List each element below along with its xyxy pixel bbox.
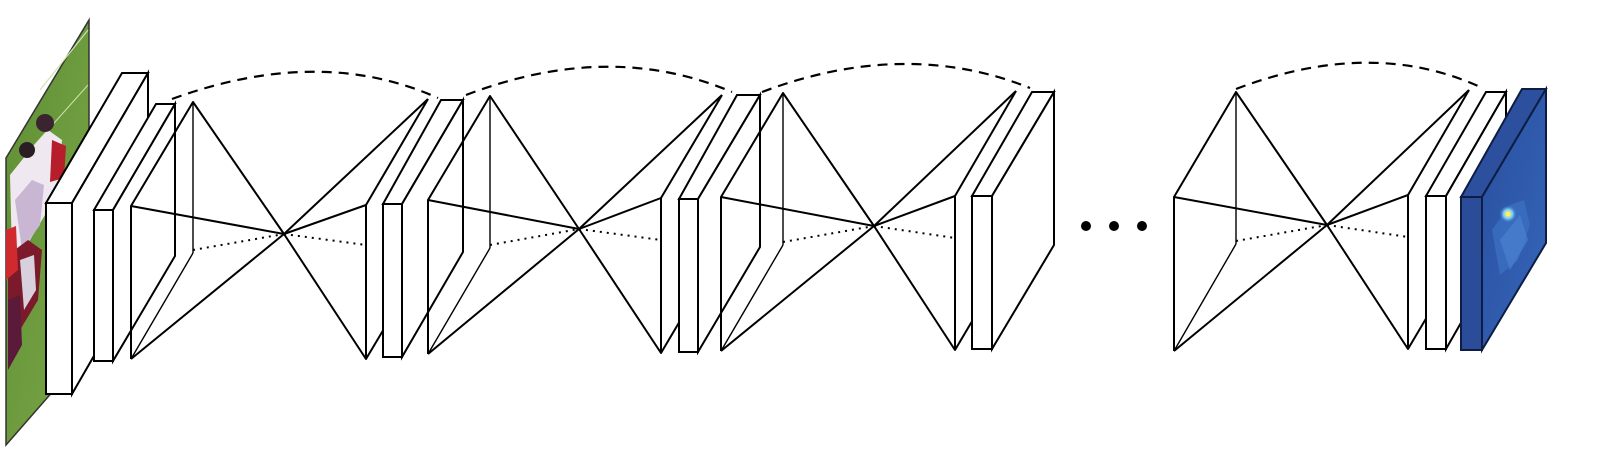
skip-connections [171, 61, 1479, 101]
conv-block-3 [970, 88, 1056, 353]
skip-connection-2 [465, 65, 733, 97]
skip-connection-1 [171, 70, 439, 101]
hourglass-module-1 [130, 98, 429, 360]
hourglass-module-2 [427, 94, 723, 355]
hourglass-module-4 [1173, 89, 1470, 352]
player-photo-icon [6, 29, 89, 370]
output-heatmap [1459, 85, 1548, 354]
conv-pair-2 [677, 91, 762, 356]
ellipsis-icon [1081, 221, 1147, 231]
skip-connection-3 [761, 62, 1031, 94]
heatmap-icon [1492, 200, 1530, 275]
conv-block-2 [92, 100, 177, 365]
conv-pair-1 [381, 96, 465, 361]
skip-connection-4 [1235, 61, 1479, 91]
